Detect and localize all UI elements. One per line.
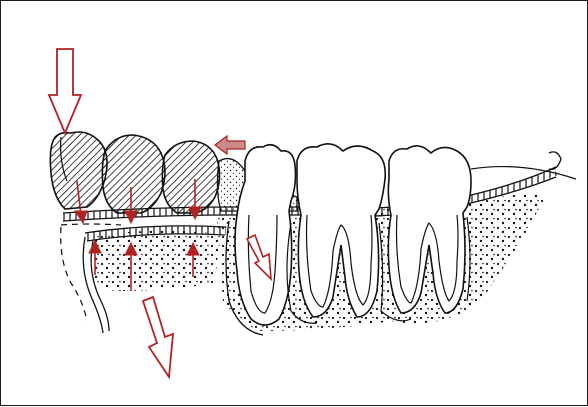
occlusal-load-arrow xyxy=(49,49,81,133)
denture-tooth-2 xyxy=(102,135,165,213)
bone-resorption-arrow xyxy=(143,297,173,377)
horizontal-shift-arrow xyxy=(215,136,245,154)
denture-tooth-3 xyxy=(162,141,219,213)
